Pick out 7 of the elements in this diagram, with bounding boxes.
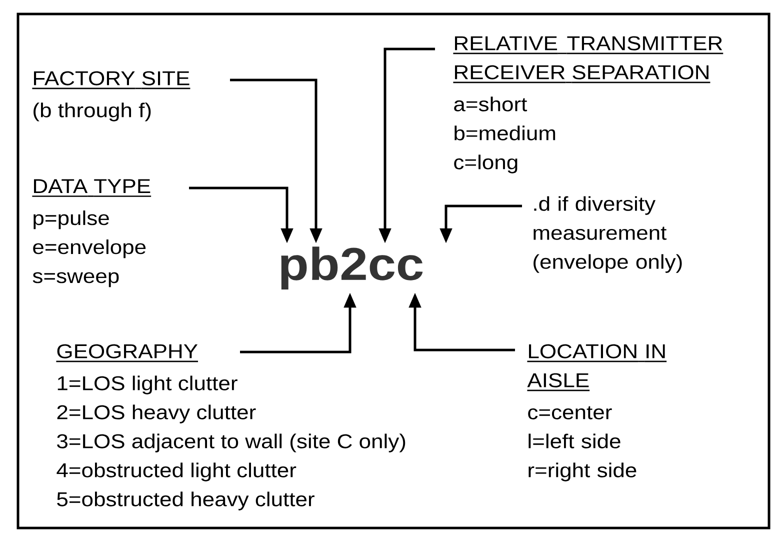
annotation-text: RELATIVE TRANSMITTER RECEIVER SEPARATION a=short b=medium c=long: [453, 36, 724, 174]
annotation-text: .d if diversity measurement (envelope only): [534, 196, 682, 273]
file-code: pb2cc: [281, 246, 423, 290]
annotation-text: DATA TYPE p=pulse e=envelope s=sweep: [32, 179, 152, 288]
annotation-text: FACTORY SITE (b through f): [32, 71, 190, 122]
annotation-text: LOCATION IN AISLE c=center l=left side r=right side: [527, 344, 667, 482]
annotation-text: GEOGRAPHY 1=LOS light clutter 2=LOS heavy clutter 3=LOS adjacent to wall (site C only) 4=obstructed light clutter 5=obstructed heavy clutter: [56, 344, 406, 510]
